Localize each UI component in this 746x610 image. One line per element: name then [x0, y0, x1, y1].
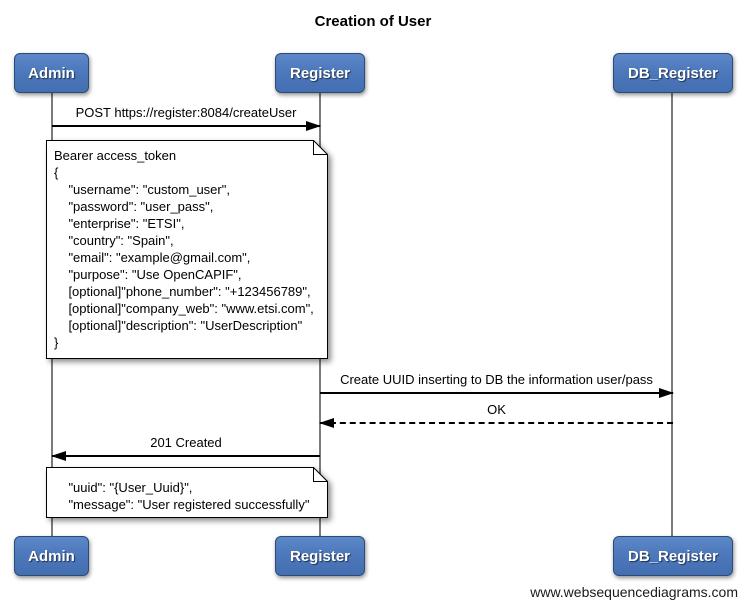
arrowhead-right-icon [659, 388, 674, 398]
message-line-dashed [319, 418, 673, 428]
note-outline [46, 140, 328, 359]
watermark: www.websequencediagrams.com [530, 584, 738, 600]
actor-admin-top: Admin [14, 53, 89, 93]
note-line: "uuid": "{User_Uuid}", [54, 480, 193, 495]
message-label: 201 Created [150, 435, 222, 450]
actor-db-register-top: DB_Register [613, 53, 733, 93]
note-request-body: Bearer access_token { "username": "custo… [46, 140, 328, 359]
actor-register-bottom: Register [275, 536, 365, 576]
message-line [51, 451, 320, 461]
note-text: Bearer access_token { "username": "custo… [46, 140, 328, 359]
note-line: [optional]"company_web": "www.etsi.com", [54, 301, 314, 316]
message-201-created: 201 Created [51, 435, 320, 461]
message-label: OK [487, 402, 506, 417]
note-line: "country": "Spain", [54, 233, 174, 248]
note-line: } [54, 335, 59, 350]
note-text: "uuid": "{User_Uuid}", "message": "User … [46, 467, 328, 518]
note-line: [optional]"description": "UserDescriptio… [54, 318, 303, 333]
message-label: Create UUID inserting to DB the informat… [340, 372, 653, 387]
actor-db-register-bottom: DB_Register [613, 536, 733, 576]
note-line: "message": "User registered successfully… [54, 497, 310, 512]
actor-register-top: Register [275, 53, 365, 93]
message-label: POST https://register:8084/createUser [75, 105, 297, 120]
arrowhead-left-icon [51, 451, 66, 461]
note-line: "username": "custom_user", [54, 182, 230, 197]
note-line: "email": "example@gmail.com", [54, 250, 251, 265]
note-response-body: "uuid": "{User_Uuid}", "message": "User … [46, 467, 328, 518]
note-line: [optional]"phone_number": "+123456789", [54, 284, 311, 299]
message-post-create-user: POST https://register:8084/createUser [52, 105, 321, 131]
note-line: "purpose": "Use OpenCAPIF", [54, 267, 242, 282]
lifeline-db-register [671, 93, 673, 536]
arrowhead-left-icon [319, 418, 334, 428]
note-outline [46, 467, 328, 518]
note-line: { [54, 165, 59, 180]
actor-admin-bottom: Admin [14, 536, 89, 576]
message-ok: OK [319, 402, 673, 428]
message-line [320, 388, 674, 398]
arrowhead-right-icon [306, 121, 321, 131]
note-line: "enterprise": "ETSI", [54, 216, 185, 231]
note-line: Bearer access_token [54, 148, 177, 163]
message-line [52, 121, 321, 131]
diagram-title: Creation of User [314, 13, 432, 30]
message-create-uuid: Create UUID inserting to DB the informat… [320, 372, 674, 398]
note-line: "password": "user_pass", [54, 199, 214, 214]
